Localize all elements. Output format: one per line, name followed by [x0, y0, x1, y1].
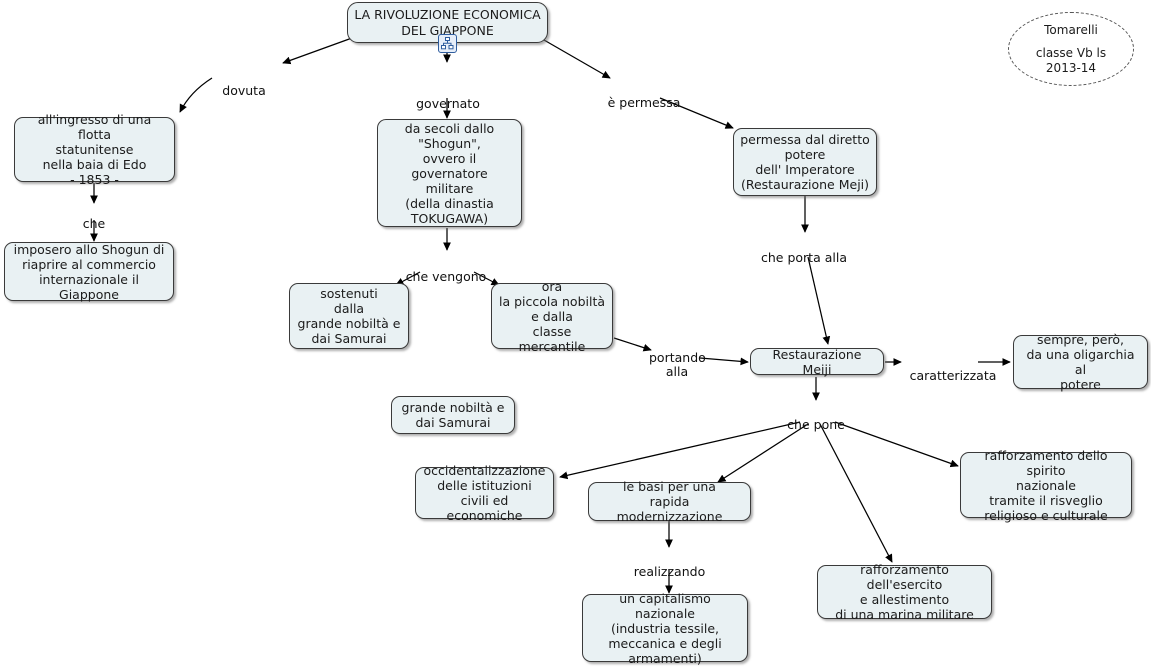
- link-label-che: che: [72, 203, 116, 231]
- link-label-che-text: che: [82, 216, 106, 231]
- author-year: 2013-14: [1045, 60, 1097, 75]
- node-imposero[interactable]: imposero allo Shogun di riaprire al comm…: [4, 241, 174, 302]
- link-label-che-vengono: che vengono: [396, 256, 496, 284]
- concept-map-badge-glyph: [441, 37, 454, 50]
- node-grande-nobilta[interactable]: grande nobiltà e dai Samurai: [391, 396, 515, 434]
- node-imposero-label: imposero allo Shogun di riaprire al comm…: [13, 241, 165, 302]
- node-ora-label: ora la piccola nobiltà e dalla classe me…: [498, 278, 606, 354]
- node-capitalismo-nazionale[interactable]: un capitalismo nazionale (industria tess…: [582, 591, 748, 666]
- link-label-caratterizzata: caratterizzata: [903, 355, 1003, 383]
- node-flotta[interactable]: all'ingresso di una flotta statunitense …: [14, 112, 175, 187]
- link-label-che-pone: che pone: [783, 404, 849, 432]
- node-root-label: LA RIVOLUZIONE ECONOMICA DEL GIAPPONE: [354, 6, 541, 38]
- edge-chepone-spirito: [834, 421, 959, 468]
- node-basi-modernizzazione[interactable]: le basi per una rapida modernizzazione: [588, 479, 751, 524]
- node-restaurazione-meiji[interactable]: Restaurazione Meiji: [750, 346, 884, 377]
- node-capitalismo-nazionale-label: un capitalismo nazionale (industria tess…: [608, 590, 722, 666]
- link-label-governato-text: governato: [416, 96, 480, 111]
- edge-ora-portandoalla: [613, 337, 652, 352]
- edge-dovuta-flotta: [179, 77, 213, 113]
- node-esercito-marina[interactable]: rafforzamento dell'esercito e allestimen…: [817, 562, 992, 622]
- link-label-realizzando: realizzando: [627, 551, 712, 579]
- link-label-portando-alla: portando alla: [649, 337, 706, 379]
- link-label-che-vengono-text: che vengono: [405, 269, 487, 284]
- node-shogun-label: da secoli dallo "Shogun", ovvero il gove…: [404, 120, 495, 226]
- link-label-realizzando-text: realizzando: [633, 564, 706, 579]
- edge-chepone-basi: [717, 423, 809, 483]
- link-label-e-permessa: è permessa: [602, 82, 686, 110]
- concept-map-badge-icon[interactable]: [438, 34, 457, 53]
- edge-root-epermessa: [543, 39, 611, 79]
- link-label-che-porta-alla-text: che porta alla: [761, 250, 847, 265]
- edge-root-dovuta: [282, 37, 353, 65]
- node-restaurazione-meiji-label: Restaurazione Meiji: [772, 346, 862, 377]
- author-credit-oval: Tomarelli classe Vb ls 2013-14: [1008, 12, 1134, 86]
- node-imperatore-label: permessa dal diretto potere dell' Impera…: [740, 132, 870, 192]
- node-occidentalizzazione-label: occidentalizzazione delle istituzioni ci…: [423, 463, 546, 523]
- link-label-dovuta: dovuta: [213, 70, 275, 98]
- node-spirito-nazionale-label: rafforzamento dello spirito nazionale tr…: [984, 447, 1108, 523]
- edge-chepone-esercito: [819, 423, 893, 563]
- link-label-e-permessa-text: è permessa: [607, 95, 681, 110]
- node-oligarchia[interactable]: sempre, però, da una oligarchia al poter…: [1013, 332, 1148, 392]
- link-label-che-pone-text: che pone: [787, 417, 845, 432]
- node-sostenuti-label: sostenuti dalla grande nobiltà e dai Sam…: [297, 286, 401, 346]
- node-ora[interactable]: ora la piccola nobiltà e dalla classe me…: [491, 279, 613, 354]
- node-shogun[interactable]: da secoli dallo "Shogun", ovvero il gove…: [377, 119, 522, 227]
- node-occidentalizzazione[interactable]: occidentalizzazione delle istituzioni ci…: [415, 463, 554, 523]
- author-class: classe Vb ls: [1035, 45, 1107, 60]
- node-root[interactable]: LA RIVOLUZIONE ECONOMICA DEL GIAPPONE: [347, 2, 548, 43]
- link-label-che-porta-alla: che porta alla: [749, 237, 859, 265]
- edge-portandoalla-meiji: [699, 357, 749, 366]
- author-name: Tomarelli: [1044, 22, 1098, 37]
- node-grande-nobilta-label: grande nobiltà e dai Samurai: [401, 400, 505, 430]
- link-label-caratterizzata-text: caratterizzata: [909, 368, 997, 383]
- node-flotta-label: all'ingresso di una flotta statunitense …: [37, 112, 152, 187]
- edge-chepone-occidentalizzazione: [559, 421, 801, 480]
- link-label-dovuta-text: dovuta: [222, 83, 266, 98]
- node-basi-modernizzazione-label: le basi per una rapida modernizzazione: [616, 479, 723, 524]
- node-spirito-nazionale[interactable]: rafforzamento dello spirito nazionale tr…: [960, 448, 1132, 523]
- node-esercito-marina-label: rafforzamento dell'esercito e allestimen…: [835, 562, 974, 622]
- node-imperatore[interactable]: permessa dal diretto potere dell' Impera…: [733, 128, 877, 196]
- link-label-portando-alla-text: portando alla: [649, 350, 706, 379]
- node-oligarchia-label: sempre, però, da una oligarchia al poter…: [1026, 332, 1135, 392]
- edge-cheportaalla-meiji: [807, 256, 831, 345]
- node-sostenuti[interactable]: sostenuti dalla grande nobiltà e dai Sam…: [289, 283, 409, 349]
- link-label-governato: governato: [409, 83, 487, 111]
